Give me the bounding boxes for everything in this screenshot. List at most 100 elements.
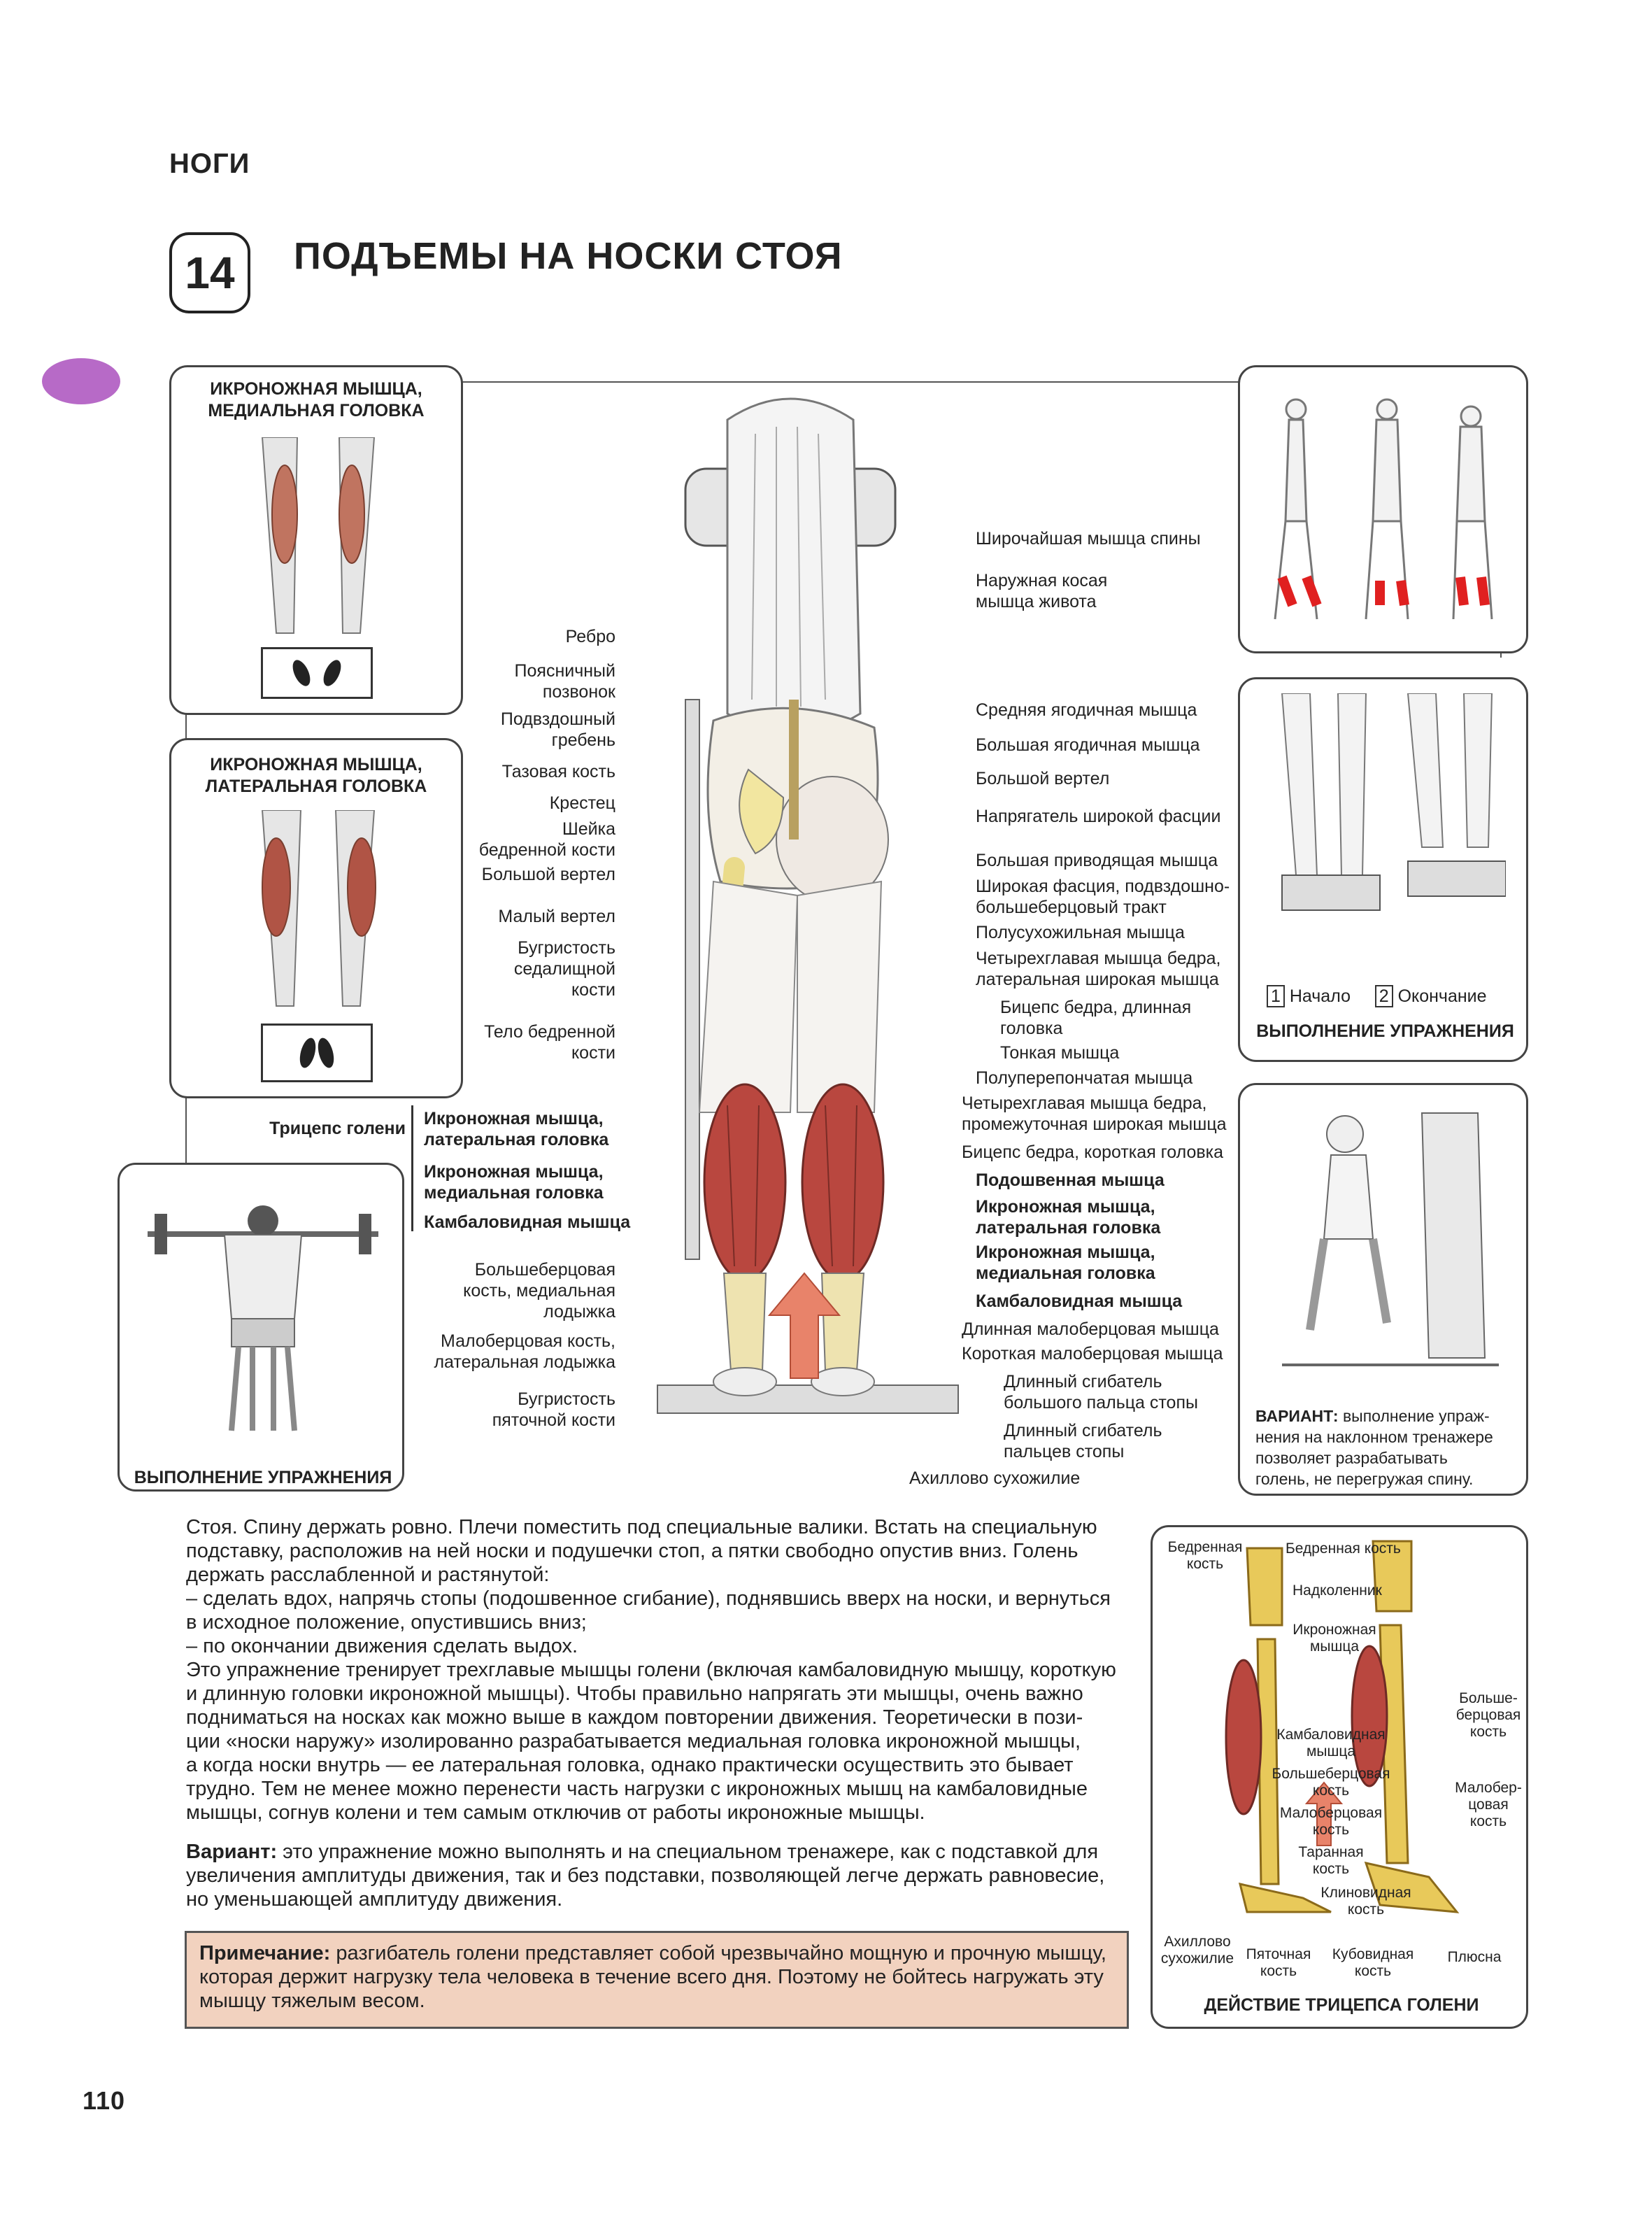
tl-cuboid-1: Кубовидная [1332, 1946, 1414, 1962]
label-femur-body-1: Тело бедренной [484, 1022, 615, 1042]
desc-line: трудно. Тем не менее можно перенести час… [186, 1778, 1088, 1800]
label-lumbar-2: позвонок [542, 682, 615, 702]
note-bold: Примечание: [199, 1942, 331, 1964]
label-tfl: Напрягатель широкой фасции [976, 807, 1221, 826]
tl-calcaneus-1: Пяточная [1246, 1946, 1311, 1962]
desc-line: – по окончании движения сделать выдох. [186, 1635, 578, 1657]
label-femur-body-2: кости [571, 1043, 615, 1063]
label-fhl-2: большого пальца стопы [1004, 1393, 1198, 1412]
label-latissimus: Широчайшая мышца спины [976, 529, 1201, 548]
label-vastus-int-1: Четырехглавая мышца бедра, [962, 1093, 1207, 1113]
tl-patella: Надколенник [1293, 1582, 1382, 1599]
label-ischial-1: Бугристость [518, 938, 615, 958]
panel-barbell-execution: ВЫПОЛНЕНИЕ УПРАЖНЕНИЯ [118, 1163, 404, 1492]
desc-line: Стоя. Спину держать ровно. Плечи помести… [186, 1516, 1097, 1538]
label-vastus-int-2: промежуточная широкая мышца [962, 1114, 1227, 1134]
label-soleus-r: Камбаловидная мышца [976, 1291, 1183, 1311]
label-tibia-2: кость, медиальная [463, 1281, 615, 1301]
desc-line: держать расслабленной и растянутой: [186, 1564, 550, 1586]
label-biceps-long-2: головка [1000, 1019, 1063, 1038]
label-fdl-1: Длинный сгибатель [1004, 1421, 1162, 1440]
label-fhl-1: Длинный сгибатель [1004, 1372, 1162, 1391]
desc-line: в исходное положение, опустившись вниз; [186, 1611, 587, 1634]
barbell-calf-raise-illustration [148, 1205, 378, 1431]
desc-line: Это упражнение тренирует трехглавые мышц… [186, 1659, 1116, 1681]
label-adductor-magnus: Большая приводящая мышца [976, 851, 1218, 870]
label-soleus: Камбаловидная мышца [424, 1212, 631, 1232]
label-calcaneal-2: пяточной кости [492, 1410, 615, 1430]
label-semimembranosus: Полуперепончатая мышца [976, 1068, 1193, 1088]
variant-text-line1: это упражнение можно выполнять и на спец… [277, 1841, 1099, 1863]
triceps-panel-caption: ДЕЙСТВИЕ ТРИЦЕПСА ГОЛЕНИ [1204, 1995, 1479, 2015]
label-gastroc-lat-r-2: латеральная головка [976, 1218, 1161, 1238]
label-tibia-1: Большеберцовая [474, 1260, 615, 1280]
tl-soleus-1: Камбаловидная [1276, 1727, 1386, 1743]
label-tibia-3: лодыжка [543, 1302, 615, 1322]
label-biceps-short: Бицепс бедра, короткая головка [962, 1142, 1224, 1162]
note-line1: разгибатель голени представляет собой чр… [330, 1942, 1106, 1964]
tl-fibula-r-2: цовая [1468, 1797, 1509, 1813]
tl-tibia-2: кость [1312, 1783, 1350, 1799]
label-gluteus-maximus: Большая ягодичная мышца [976, 735, 1200, 755]
start-end-legend: 1 Начало 2 Окончание [1267, 985, 1518, 1007]
variant-caption: ВАРИАНТ: выполнение упраж- нения на накл… [1255, 1405, 1521, 1489]
tl-cuneiform-1: Клиновидная [1320, 1885, 1411, 1901]
panel-triceps-action: Бедренная кость Бедренная кость Надколен… [1151, 1525, 1528, 2029]
tl-femur-1: Бедренная [1167, 1539, 1243, 1555]
calves-lateral-illustration [261, 810, 376, 1007]
label-greater-trochanter: Большой вертел [481, 865, 615, 884]
anatomy-figure [657, 397, 959, 1414]
end-label: Окончание [1397, 986, 1487, 1006]
tl-tibia-r-1: Больше- [1459, 1690, 1518, 1706]
label-plantaris: Подошвенная мышца [976, 1170, 1165, 1190]
panel-title-line2: МЕДИАЛЬНАЯ ГОЛОВКА [208, 401, 425, 420]
tl-tibia-r-2: берцовая [1455, 1707, 1521, 1723]
tl-femur-2: кость [1186, 1556, 1224, 1572]
tl-soleus-2: мышца [1306, 1743, 1356, 1759]
tl-femur-r: Бедренная кость [1286, 1541, 1401, 1557]
tl-tibia-r-3: кость [1469, 1724, 1507, 1740]
tl-fibula-1: Малоберцовая [1279, 1805, 1383, 1821]
tl-fibula-2: кость [1312, 1822, 1350, 1838]
label-peroneus-longus: Длинная малоберцовая мышца [962, 1319, 1219, 1339]
label-ischial-3: кости [571, 980, 615, 1000]
label-achilles: Ахиллово сухожилие [909, 1468, 1081, 1488]
variant-line1: выполнение упраж- [1338, 1407, 1490, 1425]
feet-out-icon [261, 647, 373, 699]
variant-line4: голень, не перегружая спину. [1255, 1470, 1474, 1488]
label-iliac-1: Подвздошный [500, 709, 615, 729]
variant-line2: нения на наклонном тренажере [1255, 1428, 1493, 1446]
tl-calcaneus-2: кость [1260, 1963, 1297, 1979]
label-gastroc-lat-1: Икроножная мышца, [424, 1109, 604, 1128]
end-num: 2 [1374, 985, 1393, 1007]
frame-top-line [185, 381, 1245, 383]
panel-stretch-figures [1238, 365, 1528, 653]
panel-gastroc-medial: ИКРОНОЖНАЯ МЫШЦА, МЕДИАЛЬНАЯ ГОЛОВКА [169, 365, 463, 715]
tl-achilles-2: сухожилие [1160, 1950, 1234, 1967]
desc-line: мышцы, согнув колени и тем самым отключи… [186, 1801, 925, 1824]
label-semitendinosus: Полусухожильная мышца [976, 923, 1185, 942]
execution-caption: ВЫПОЛНЕНИЕ УПРАЖНЕНИЯ [1256, 1021, 1514, 1041]
label-sacrum: Крестец [549, 793, 615, 813]
desc-line: подставку, расположив на ней носки и под… [186, 1540, 1078, 1562]
label-gastroc-lat-r-1: Икроножная мышца, [976, 1197, 1155, 1217]
label-gluteus-medius: Средняя ягодичная мышца [976, 700, 1197, 720]
label-iliac-2: гребень [551, 730, 615, 750]
leg-bones-illustration [1225, 1540, 1460, 1913]
label-it-band-1: Широкая фасция, подвздошно- [976, 877, 1230, 896]
desc-line: а когда носки внутрь — ее латеральная го… [186, 1754, 1074, 1776]
label-ischial-2: седалищной [513, 959, 615, 979]
label-gastroc-med-r-2: медиальная головка [976, 1263, 1155, 1283]
tl-fibula-r-3: кость [1469, 1813, 1507, 1829]
label-gastroc-med-1: Икроножная мышца, [424, 1162, 604, 1182]
panel-variant: ВАРИАНТ: выполнение упраж- нения на накл… [1238, 1083, 1528, 1496]
variant-text-line3: но уменьшающей амплитуду движения. [186, 1888, 563, 1911]
variant-text-line2: увеличения амплитуды движения, так и без… [186, 1864, 1105, 1887]
label-calcaneal-1: Бугристость [518, 1389, 615, 1409]
start-label: Начало [1289, 986, 1351, 1006]
label-fibula-1: Малоберцовая кость, [441, 1331, 615, 1351]
barbell-panel-caption: ВЫПОЛНЕНИЕ УПРАЖНЕНИЯ [134, 1468, 392, 1487]
tl-metatarsus: Плюсна [1447, 1949, 1502, 1965]
bracket-triceps [411, 1105, 413, 1231]
frame-right-line [1500, 651, 1502, 658]
